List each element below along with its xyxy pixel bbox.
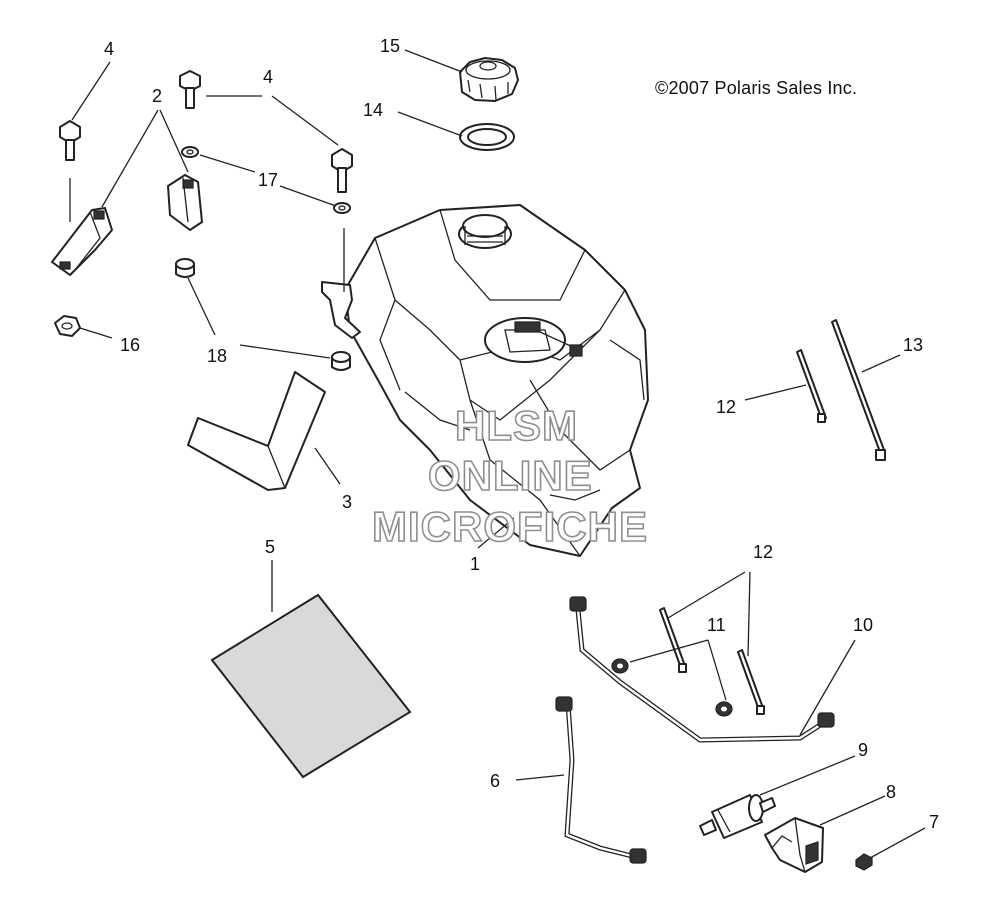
leader-lines <box>69 49 926 859</box>
callout-16: 16 <box>120 335 140 355</box>
hose-clamp-a <box>611 658 629 674</box>
washer-right <box>333 202 351 214</box>
hose-clamp-b <box>715 701 733 717</box>
bolt-top <box>179 70 201 109</box>
callout-8: 8 <box>886 782 896 802</box>
bracket-right <box>167 174 203 231</box>
screw <box>855 853 873 871</box>
spacer-left <box>175 258 195 278</box>
spacer-right <box>331 351 351 371</box>
callout-15: 15 <box>380 36 400 56</box>
watermark-line-3: MICROFICHE <box>371 502 648 551</box>
cap-gasket <box>459 123 515 151</box>
callout-1: 1 <box>470 554 480 574</box>
callout-9: 9 <box>858 740 868 760</box>
filter-bracket <box>764 817 824 873</box>
callout-2: 2 <box>152 86 162 106</box>
cable-tie-lower-a <box>659 607 687 673</box>
tank-pad <box>187 371 326 491</box>
callout-18: 18 <box>207 346 227 366</box>
callout-4-right: 4 <box>263 67 273 87</box>
callout-11: 11 <box>707 615 726 635</box>
callout-3: 3 <box>342 492 352 512</box>
copyright-notice: ©2007 Polaris Sales Inc. <box>655 78 858 98</box>
bolt-right <box>331 148 353 193</box>
callout-17: 17 <box>258 170 278 190</box>
heat-shield <box>210 593 412 779</box>
callout-14: 14 <box>363 100 383 120</box>
callout-5: 5 <box>265 537 275 557</box>
fuel-tank <box>321 204 649 557</box>
callout-13: 13 <box>903 335 923 355</box>
fuel-line-supply <box>569 596 835 743</box>
cable-tie-lower-b <box>737 649 765 715</box>
bolt-left <box>59 120 81 161</box>
washer-top <box>181 146 199 158</box>
cable-tie-long <box>831 319 886 461</box>
callout-12-upper: 12 <box>716 397 736 417</box>
fuel-line-return <box>555 696 647 864</box>
callout-10: 10 <box>853 615 873 635</box>
callout-6: 6 <box>490 771 500 791</box>
watermark-line-2: ONLINE <box>427 451 593 500</box>
watermark-line-1: HLSM <box>454 401 578 450</box>
callout-12-lower: 12 <box>753 542 773 562</box>
nut <box>54 315 81 337</box>
callout-7: 7 <box>929 812 939 832</box>
callout-4-left: 4 <box>104 39 114 59</box>
fuel-cap <box>459 57 519 102</box>
cable-tie-upper <box>796 349 827 423</box>
fuel-filter <box>699 794 776 839</box>
bracket-left <box>51 207 113 276</box>
